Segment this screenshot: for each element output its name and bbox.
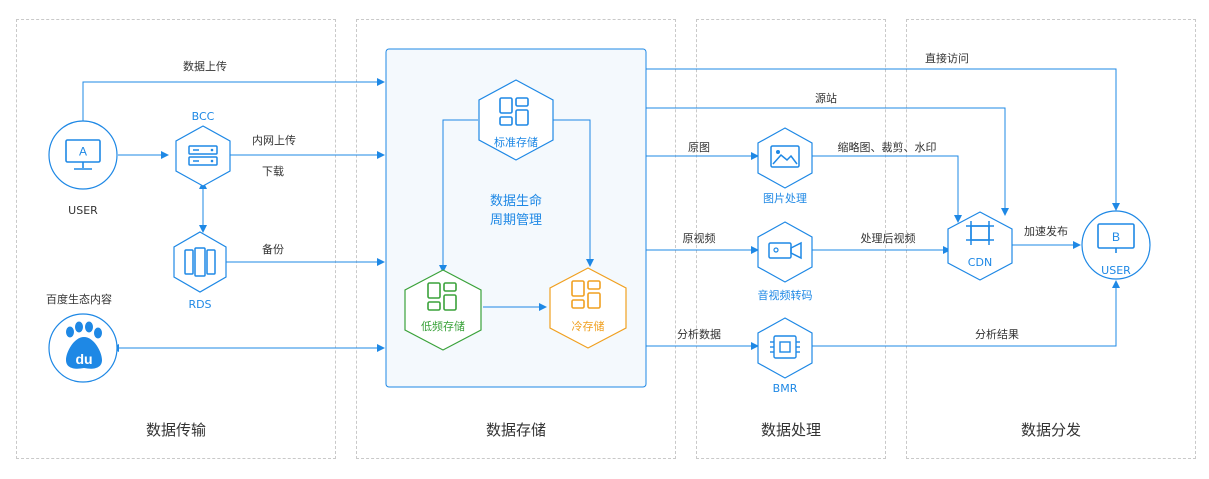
edge-upload: [82, 78, 385, 122]
edge-standard-infrequent: [439, 119, 478, 273]
video-camera-icon: [768, 241, 802, 260]
cold-storage-node: [549, 267, 627, 349]
cdn-node: [947, 211, 1013, 281]
bcc-node: [175, 125, 231, 187]
edge-image-cdn: [812, 155, 962, 223]
edge-label-processed-video: 处理后视频: [860, 232, 916, 245]
user-a-label: USER: [68, 204, 98, 217]
zone-title-storage: 数据存储: [485, 421, 547, 439]
zone-processing: [696, 19, 886, 459]
cdn-label: CDN: [967, 256, 993, 269]
image-icon: [770, 145, 800, 168]
edge-standard-cold: [553, 119, 594, 267]
image-processing-node: [757, 127, 813, 189]
baidu-logo-text: du: [75, 351, 92, 367]
video-transcode-node: [757, 221, 813, 283]
baidu-node: du: [48, 313, 118, 383]
user-a-letter: A: [79, 145, 87, 159]
edge-origin: [646, 107, 1009, 216]
bcc-label: BCC: [191, 110, 215, 123]
edge-label-accelerated: 加速发布: [1024, 225, 1068, 238]
user-b-node: B: [1081, 210, 1151, 280]
zone-transfer: [16, 19, 336, 459]
bmr-node: [757, 317, 813, 379]
edge-label-analysis-result: 分析结果: [975, 328, 1019, 341]
video-transcode-label: 音视频转码: [757, 289, 813, 302]
standard-storage-node: [478, 79, 554, 161]
zone-distribution: [906, 19, 1196, 459]
edge-label-analysis-data: 分析数据: [677, 328, 721, 341]
edge-analysis-result: [812, 280, 1120, 347]
zone-title-transfer: 数据传输: [145, 421, 207, 439]
bmr-label: BMR: [772, 382, 798, 395]
server-icon: [188, 145, 218, 166]
cold-storage-label: 冷存储: [571, 320, 605, 333]
edge-label-thumb: 缩略图、裁剪、水印: [837, 141, 937, 154]
edge-label-backup: 备份: [262, 243, 284, 256]
edge-direct-access: [646, 68, 1120, 211]
lifecycle-label-2: 周期管理: [489, 213, 543, 228]
database-icon: [184, 247, 216, 277]
infrequent-storage-node: [404, 269, 482, 351]
chip-icon: [770, 335, 800, 359]
edge-label-original-video: 原视频: [682, 232, 716, 245]
edge-label-origin: 源站: [815, 92, 837, 105]
edge-label-original-image: 原图: [688, 141, 710, 154]
user-b-label: USER: [1101, 264, 1131, 277]
zone-title-distribution: 数据分发: [1020, 421, 1082, 439]
user-b-letter: B: [1112, 230, 1120, 244]
rds-node: [173, 231, 227, 293]
network-icon: [966, 221, 994, 245]
grid-icon: [499, 97, 529, 126]
lifecycle-label-1: 数据生命: [489, 194, 543, 209]
edge-label-direct-access: 直接访问: [925, 52, 969, 65]
grid-icon-orange: [571, 280, 601, 309]
standard-storage-label: 标准存储: [494, 136, 538, 149]
edge-label-intranet-upload: 内网上传: [252, 134, 296, 147]
image-processing-label: 图片处理: [763, 192, 807, 205]
infrequent-storage-label: 低频存储: [421, 320, 465, 333]
baidu-paw-icon: [66, 321, 102, 369]
zone-title-processing: 数据处理: [760, 421, 822, 439]
zone-storage: [356, 19, 676, 459]
user-a-node: A: [48, 120, 118, 190]
rds-label: RDS: [188, 298, 212, 311]
grid-icon-green: [427, 282, 457, 311]
edge-label-download: 下载: [262, 165, 284, 178]
baidu-title: 百度生态内容: [46, 293, 112, 306]
edge-label-upload: 数据上传: [183, 60, 227, 73]
